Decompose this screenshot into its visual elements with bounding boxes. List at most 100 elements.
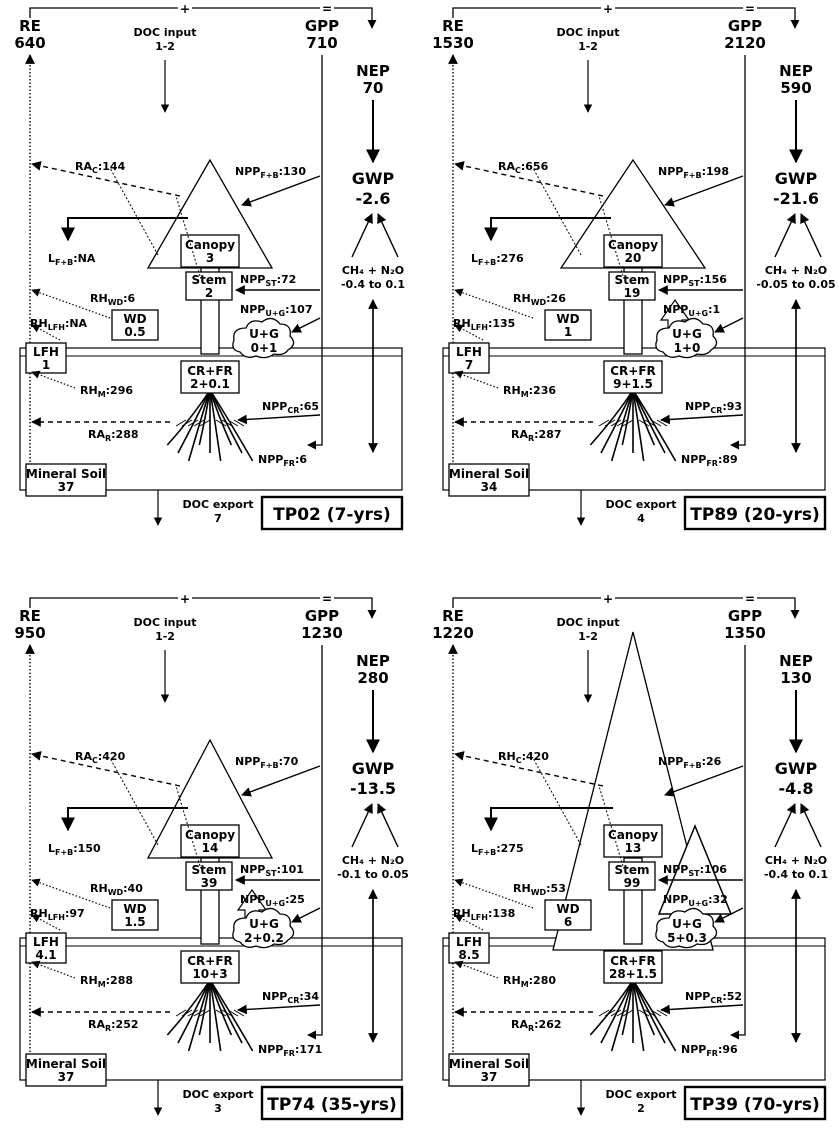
re-name: RE (19, 17, 41, 35)
ghg-value: -0.05 to 0.05 (756, 278, 835, 291)
re-value: 1220 (432, 624, 474, 642)
rh-wd-label: RHWD:26 (513, 292, 566, 307)
ra-c-arrow (31, 161, 181, 197)
root-system (166, 979, 254, 1052)
npp-st-label: NPPST:156 (663, 273, 727, 288)
ghg-value: -0.4 to 0.1 (341, 278, 405, 291)
crfr-box-frame (603, 950, 663, 984)
wd-box-value: 6 (564, 915, 572, 929)
plus-sign: + (180, 592, 190, 606)
doc-input-value: 1-2 (155, 630, 175, 643)
ug-cloud (655, 317, 718, 359)
ghg-label: CH₄ + N₂O (342, 854, 404, 867)
gwp-name: GWP (352, 759, 395, 778)
mineral-soil-box-frame (25, 463, 107, 497)
rh-lfh-label: RHLFH:NA (30, 317, 88, 332)
gpp-name: GPP (305, 607, 339, 625)
nep-name: NEP (779, 62, 813, 80)
gpp-value: 2120 (724, 34, 766, 52)
gwp-value: -4.8 (779, 779, 814, 798)
npp-fb-label: NPPF+B:130 (235, 165, 306, 180)
site-label-text: TP39 (70-yrs) (690, 1095, 819, 1115)
canopy-resp-dots (532, 757, 582, 846)
lfh-box-value: 8.5 (458, 948, 479, 962)
mineral-soil-box-value: 37 (481, 1070, 498, 1084)
lfh-box-label: LFH (33, 935, 59, 949)
ra-r-label: RAR:287 (511, 428, 562, 443)
rh-lfh-label: RHLFH:97 (30, 907, 85, 922)
ch4-arrow (774, 803, 796, 848)
nep-name: NEP (356, 652, 390, 670)
doc-export-value: 4 (637, 512, 645, 525)
mineral-soil-box-frame (448, 1053, 530, 1087)
npp-cr-label: NPPCR:34 (262, 990, 319, 1005)
ug-value: 2+0.2 (244, 931, 284, 945)
wd-box-value: 0.5 (124, 325, 145, 339)
wd-box-frame (544, 899, 592, 931)
site-label: TP74 (35-yrs) (260, 1085, 404, 1121)
lfh-box-frame (448, 932, 490, 964)
root-system (589, 389, 677, 462)
canopy-box-label: Canopy (185, 238, 235, 252)
ug-label: U+G (249, 327, 279, 341)
plus-sign: + (603, 592, 613, 606)
mineral-soil-box-frame (448, 463, 530, 497)
npp-ug-label: NPPU+G:32 (663, 893, 728, 908)
stem-box-frame (185, 271, 233, 301)
lfh-box-value: 4.1 (35, 948, 56, 962)
ghg-value: -0.4 to 0.1 (764, 868, 828, 881)
nep-value: 590 (780, 79, 811, 97)
crfr-box-value: 9+1.5 (613, 377, 653, 391)
stem-box-value: 2 (205, 286, 213, 300)
rh-m-arrow (31, 960, 76, 979)
wd-box: WD1 (544, 309, 592, 341)
mineral-soil-box-label: Mineral Soil (26, 467, 106, 481)
ra-r-label: RAR:252 (88, 1018, 139, 1033)
re-name: RE (442, 607, 464, 625)
canopy-resp-dots (109, 167, 159, 256)
npp-fb-arrow (241, 765, 321, 797)
balance-bracket (452, 597, 800, 619)
canopy-box-value: 20 (625, 251, 642, 265)
doc-export-value: 7 (214, 512, 222, 525)
plus-sign: + (603, 2, 613, 16)
mineral-soil-box-label: Mineral Soil (26, 1057, 106, 1071)
canopy-box-value: 3 (206, 251, 214, 265)
npp-ug-label: NPPU+G:25 (240, 893, 305, 908)
npp-cr-label: NPPCR:52 (685, 990, 742, 1005)
gpp-name: GPP (728, 607, 762, 625)
site-label-text: TP74 (35-yrs) (267, 1095, 396, 1115)
canopy-box-value: 13 (625, 841, 642, 855)
npp-ug-arrow (714, 907, 744, 923)
canopy-box-frame (180, 824, 240, 858)
ra-c-label: RAC:144 (75, 160, 126, 175)
crfr-box-frame (180, 950, 240, 984)
gpp-name: GPP (728, 17, 762, 35)
mineral-soil-box-value: 34 (481, 480, 498, 494)
ch4-arrow (774, 213, 796, 258)
equals-sign: = (322, 592, 332, 606)
ghg-label: CH₄ + N₂O (342, 264, 404, 277)
npp-fb-arrow (664, 765, 744, 797)
lfh-box-value: 1 (42, 358, 50, 372)
rh-lfh-label: RHLFH:138 (453, 907, 515, 922)
doc-input-label: DOC input (557, 616, 620, 629)
rh-wd-label: RHWD:53 (513, 882, 566, 897)
rh-wd-label: RHWD:6 (90, 292, 136, 307)
l-fb-label: LF+B:150 (48, 842, 101, 857)
n2o-arrow (800, 803, 822, 848)
crfr-box-frame (180, 360, 240, 394)
canopy-box-label: Canopy (608, 238, 658, 252)
